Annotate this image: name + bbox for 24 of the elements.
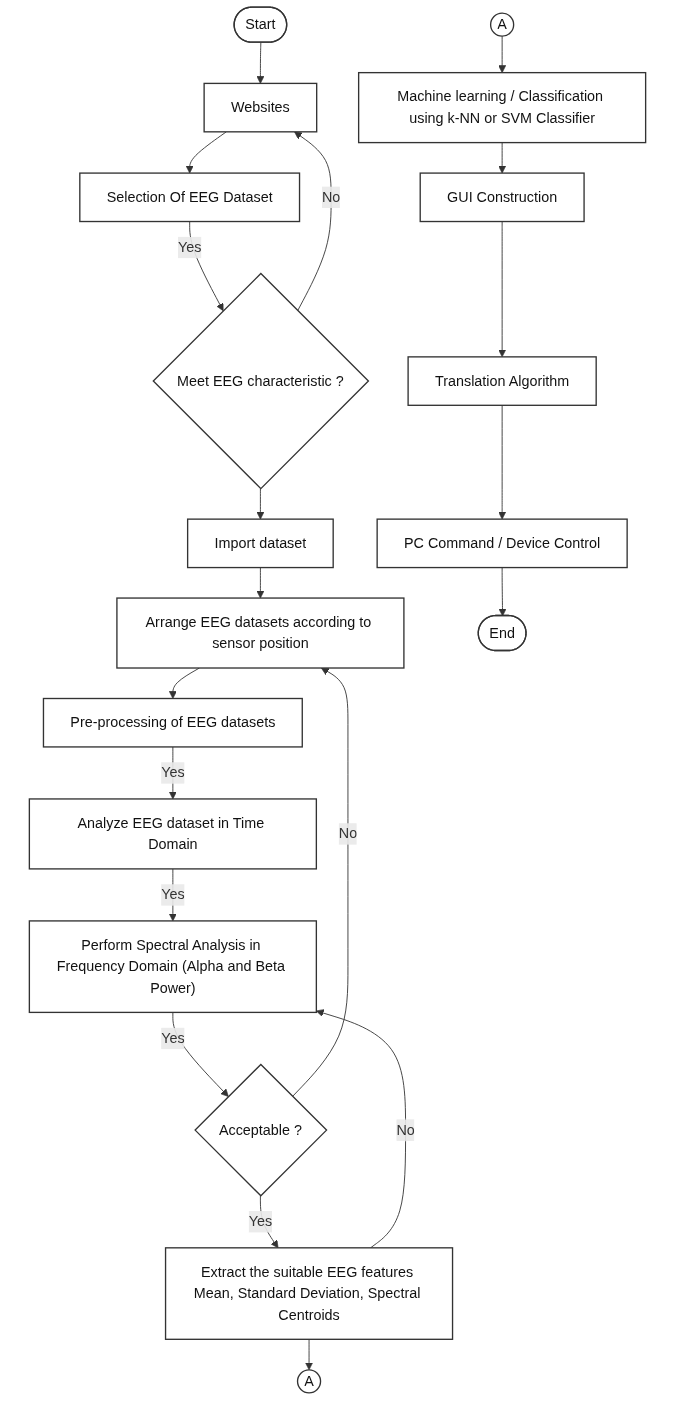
edge-label: Yes: [177, 239, 202, 255]
node-diamond: Acceptable ?: [194, 1063, 328, 1197]
edge-label: No: [321, 189, 341, 205]
node-box: PC Command / Device Control: [376, 518, 628, 569]
node-box: Import dataset: [186, 518, 334, 569]
node-diamond: Meet EEG characteristic ?: [152, 272, 370, 490]
node-box: Translation Algorithm: [407, 356, 597, 406]
node-box: Selection Of EEG Dataset: [79, 172, 301, 223]
node-box: Perform Spectral Analysis in Frequency Domain (Alpha and Beta Power): [28, 920, 318, 1014]
edge-label: Yes: [161, 764, 185, 781]
edge-label: Yes: [161, 886, 185, 903]
node-box: Websites: [203, 82, 318, 133]
edge-label: Yes: [248, 1213, 273, 1229]
node-box: Machine learning / Classification using k-NN or SVM Classifier: [357, 71, 647, 144]
node-box: Arrange EEG datasets according to sensor position: [116, 597, 405, 669]
node-box: Analyze EEG dataset in Time Domain: [28, 798, 318, 870]
edge-label: No: [396, 1122, 415, 1138]
edge-label: No: [338, 825, 358, 842]
node-box: Pre-processing of EEG datasets: [42, 697, 303, 748]
node-box: GUI Construction: [419, 172, 585, 223]
node-box: Extract the suitable EEG features Mean, Standard Deviation, Spectral Centroids: [164, 1247, 454, 1340]
node-circle: A: [489, 12, 515, 37]
edge-label: Yes: [161, 1030, 185, 1046]
node-circle: A: [296, 1369, 322, 1394]
